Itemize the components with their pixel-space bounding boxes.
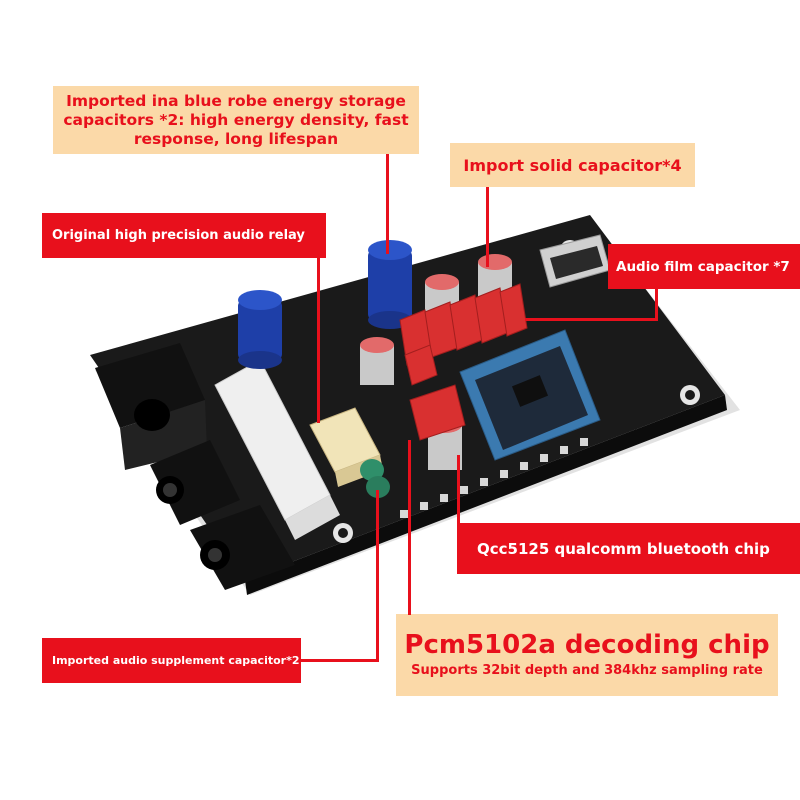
blue-capacitor: [238, 290, 282, 369]
decoding-chip-subtitle: Supports 32bit depth and 384khz sampling…: [411, 663, 763, 678]
blue-capacitor: [368, 240, 412, 329]
film-capacitor-group: [399, 283, 528, 441]
solid-capacitor: [360, 337, 394, 385]
supplement-capacitor-label: Imported audio supplement capacitor*2: [42, 638, 301, 683]
bluetooth-chip-label: Qcc5125 qualcomm bluetooth chip: [457, 523, 800, 574]
usb-c-port: [539, 234, 611, 288]
leader-line: [376, 490, 379, 660]
leader-line: [525, 318, 658, 321]
film-capacitor-label: Audio film capacitor *7: [608, 244, 800, 289]
pcb-edge: [245, 395, 727, 595]
energy-storage-label: Imported ina blue robe energy storage ca…: [53, 86, 419, 154]
leader-line: [457, 455, 460, 523]
solid-capacitor-label: Import solid capacitor*4: [450, 143, 695, 187]
leader-line: [655, 289, 658, 319]
white-connector: [214, 359, 340, 540]
audio-jack-2: [190, 505, 295, 590]
dc-power-jack: [95, 343, 207, 470]
leader-line: [301, 659, 379, 662]
decoding-chip-label: Pcm5102a decoding chip Supports 32bit de…: [396, 614, 778, 696]
decoding-chip-title: Pcm5102a decoding chip: [404, 630, 770, 660]
leader-line: [317, 258, 320, 423]
audio-jack-1: [150, 440, 240, 525]
bluetooth-module: [459, 329, 601, 461]
pin-header: [400, 438, 588, 518]
leader-line: [386, 154, 389, 254]
leader-line: [408, 440, 411, 615]
audio-relay-label: Original high precision audio relay: [42, 213, 326, 258]
pcb-board: [90, 215, 725, 580]
green-capacitor: [360, 459, 390, 498]
leader-line: [486, 187, 489, 267]
